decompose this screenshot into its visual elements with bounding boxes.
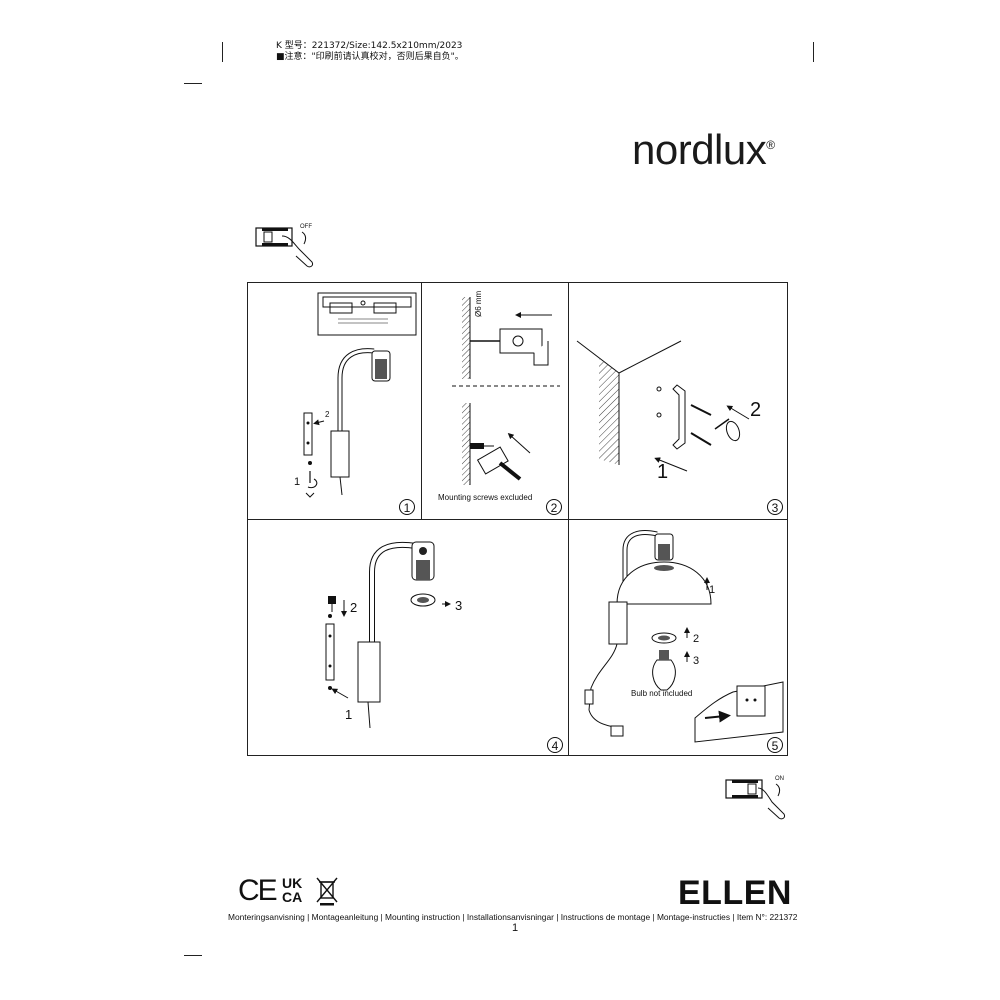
step-3-drawing bbox=[576, 340, 750, 472]
brand-name: nordlux bbox=[632, 126, 767, 173]
weee-bin-icon bbox=[316, 877, 338, 906]
step-4-label-2: 2 bbox=[350, 600, 358, 615]
ukca-top: UK bbox=[282, 875, 303, 891]
step-1-drawing bbox=[303, 292, 417, 498]
print-note: K 型号：221372/Size:142.5x210mm/2023 ■注意："印… bbox=[276, 41, 464, 63]
crop-mark-top-right bbox=[813, 42, 814, 62]
ce-mark: CE bbox=[238, 874, 278, 907]
step-panel-3: 2 1 3 bbox=[568, 282, 788, 520]
step-2-drawing bbox=[452, 297, 560, 485]
step-panel-2: Ø6 mm Mounting screws excluded 2 bbox=[421, 282, 569, 520]
step-4-label-1: 1 bbox=[345, 707, 353, 722]
step-5-label-2: 2 bbox=[693, 633, 700, 645]
step-panel-5: 1 2 3 Bulb not included 5 bbox=[568, 519, 788, 756]
step-number-1: 1 bbox=[399, 499, 415, 515]
step-4-drawing bbox=[325, 541, 451, 729]
switch-off-label: OFF bbox=[300, 224, 312, 230]
bulb-not-included-caption: Bulb not included bbox=[631, 689, 693, 698]
print-note-size: K 型号：221372/Size:142.5x210mm/2023 bbox=[276, 41, 463, 51]
step-1-label-2: 2 bbox=[325, 410, 330, 419]
step-panel-4: 2 3 1 4 bbox=[247, 519, 569, 756]
registered-mark: ® bbox=[766, 138, 775, 152]
step-1-label-1: 1 bbox=[294, 476, 301, 488]
page-number: 1 bbox=[512, 922, 519, 934]
drill-diameter-label: Ø6 mm bbox=[474, 290, 483, 317]
step-4-label-3: 3 bbox=[455, 598, 463, 613]
product-name: ELLEN bbox=[678, 874, 792, 912]
footer-instructions: Monteringsanvisning | Montageanleitung |… bbox=[228, 912, 798, 922]
step-5-label-3: 3 bbox=[693, 655, 700, 667]
certification-marks: CE UK CA bbox=[238, 874, 342, 908]
print-note-warning: ■注意："印刷前请认真校对，否则后果自负"。 bbox=[276, 52, 464, 62]
power-switch-on-icon bbox=[725, 779, 785, 820]
step-5-label-1: 1 bbox=[709, 584, 716, 596]
ukca-mark: UK CA bbox=[282, 876, 302, 904]
step-3-label-2: 2 bbox=[750, 399, 762, 421]
power-switch-off-icon bbox=[255, 227, 313, 268]
ukca-bottom: CA bbox=[282, 889, 303, 905]
switch-off-illustration: OFF bbox=[252, 222, 322, 272]
crop-mark-top-left bbox=[222, 42, 223, 62]
crop-mark-left-lower bbox=[184, 955, 202, 956]
crop-mark-left-upper bbox=[184, 83, 202, 84]
mounting-screws-caption: Mounting screws excluded bbox=[438, 493, 533, 502]
switch-on-illustration: ON bbox=[722, 774, 792, 822]
switch-on-label: ON bbox=[775, 776, 784, 782]
step-number-3: 3 bbox=[767, 499, 783, 515]
brand-logo: nordlux® bbox=[632, 126, 775, 174]
step-3-label-1: 1 bbox=[657, 461, 669, 483]
step-number-2: 2 bbox=[546, 499, 562, 515]
step-number-5: 5 bbox=[767, 737, 783, 753]
step-panel-1: 2 1 1 bbox=[247, 282, 422, 520]
step-5-drawing bbox=[584, 530, 784, 743]
step-number-4: 4 bbox=[547, 737, 563, 753]
